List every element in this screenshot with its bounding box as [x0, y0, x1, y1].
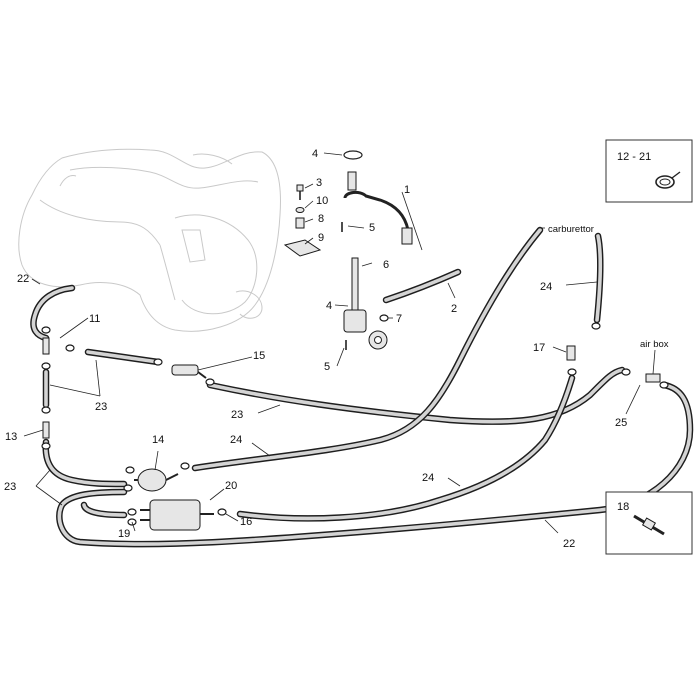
callout-24-left: 24	[230, 434, 242, 446]
fuel-pump-14	[134, 468, 179, 492]
hose-2-fuel-tap	[382, 268, 462, 304]
screw-3	[296, 184, 304, 200]
fuel-tap-assembly	[283, 150, 413, 350]
callout-2: 2	[451, 303, 457, 315]
clamp-d	[153, 358, 163, 366]
callout-23-mid: 23	[231, 409, 243, 421]
hose-22-bottom-loop	[56, 381, 694, 548]
hose-connector-icon	[633, 514, 665, 536]
hose-clamp-icon	[655, 171, 681, 189]
clamp-c	[41, 442, 51, 450]
callout-15: 15	[253, 350, 265, 362]
hose-23-lower-left	[42, 438, 128, 488]
callout-4-mid: 4	[326, 300, 332, 312]
callout-5-lower: 5	[324, 361, 330, 373]
hose-23-tank-to-filter	[84, 348, 162, 366]
hose-24-pump-to-carburettor	[191, 226, 544, 472]
hose-24-lower-right	[236, 374, 576, 522]
callout-6: 6	[383, 259, 389, 271]
inset-clamp-range	[605, 139, 693, 203]
clamp-a	[41, 362, 51, 370]
fitting-11	[42, 337, 50, 355]
o-ring-4	[343, 150, 363, 160]
clamp-16	[217, 508, 227, 516]
hose-24-carburettor-drop	[593, 232, 604, 324]
clamps-and-fittings	[41, 322, 669, 531]
carburettor-label: carburettor	[548, 224, 594, 235]
clamp-24-carb	[591, 322, 601, 330]
inset-connector-label: 18	[617, 501, 629, 513]
clamp-11-lower	[65, 344, 75, 352]
callout-10: 10	[316, 195, 328, 207]
inset-connector	[605, 491, 693, 555]
spacer-8	[295, 217, 305, 229]
callout-17: 17	[533, 342, 545, 354]
fuel-level-sensor-1	[343, 171, 413, 245]
clamp-h	[123, 484, 133, 492]
fuel-hoses	[30, 226, 694, 548]
clamp-e	[205, 378, 215, 386]
tee-17	[566, 345, 576, 361]
callout-16: 16	[240, 516, 252, 528]
callout-23-lower: 23	[4, 481, 16, 493]
callout-7: 7	[396, 313, 402, 325]
callout-24-lower: 24	[422, 472, 434, 484]
clamp-11-upper	[41, 326, 51, 334]
clamp-25b	[659, 381, 669, 389]
fitting-25	[645, 373, 661, 383]
clamp-f	[125, 466, 135, 474]
callout-23-left: 23	[95, 401, 107, 413]
callout-19: 19	[118, 528, 130, 540]
callout-1: 1	[404, 184, 410, 196]
callout-13: 13	[5, 431, 17, 443]
hose-22-upper	[30, 284, 76, 342]
fuel-filter-20	[140, 499, 214, 531]
callout-3: 3	[316, 177, 322, 189]
tee-13	[42, 421, 50, 439]
callout-24-right: 24	[540, 281, 552, 293]
callout-4-top: 4	[312, 148, 318, 160]
fuel-tap-6	[343, 257, 388, 350]
bracket-9	[283, 239, 322, 257]
inset-clamp-range-label: 12 - 21	[617, 151, 651, 163]
callout-11: 11	[89, 313, 100, 325]
clamp-19a	[127, 508, 137, 516]
inline-filter-15	[171, 364, 207, 379]
callout-8: 8	[318, 213, 324, 225]
clamp-7	[379, 314, 389, 322]
callout-14: 14	[152, 434, 164, 446]
leader-lines	[23, 152, 656, 534]
callout-22-lower: 22	[563, 538, 575, 550]
fuel-tank-outline	[18, 148, 281, 332]
clamp-25a	[621, 368, 631, 376]
callout-20: 20	[225, 480, 237, 492]
callout-5-upper: 5	[369, 222, 375, 234]
callout-labels: 4 1 3 10 8 5 9 6 2 4 7 5 22 11 15 23 23 …	[4, 148, 669, 550]
callout-25: 25	[615, 417, 627, 429]
callout-22-upper: 22	[17, 273, 29, 285]
clamp-b	[41, 406, 51, 414]
hose-24-filter-loop	[80, 501, 128, 519]
clamp-g	[180, 462, 190, 470]
air-box-label: air box	[640, 339, 669, 350]
clamp-17	[567, 368, 577, 376]
hose-23-long	[206, 366, 626, 425]
washer-10	[295, 207, 305, 213]
callout-9: 9	[318, 232, 324, 244]
